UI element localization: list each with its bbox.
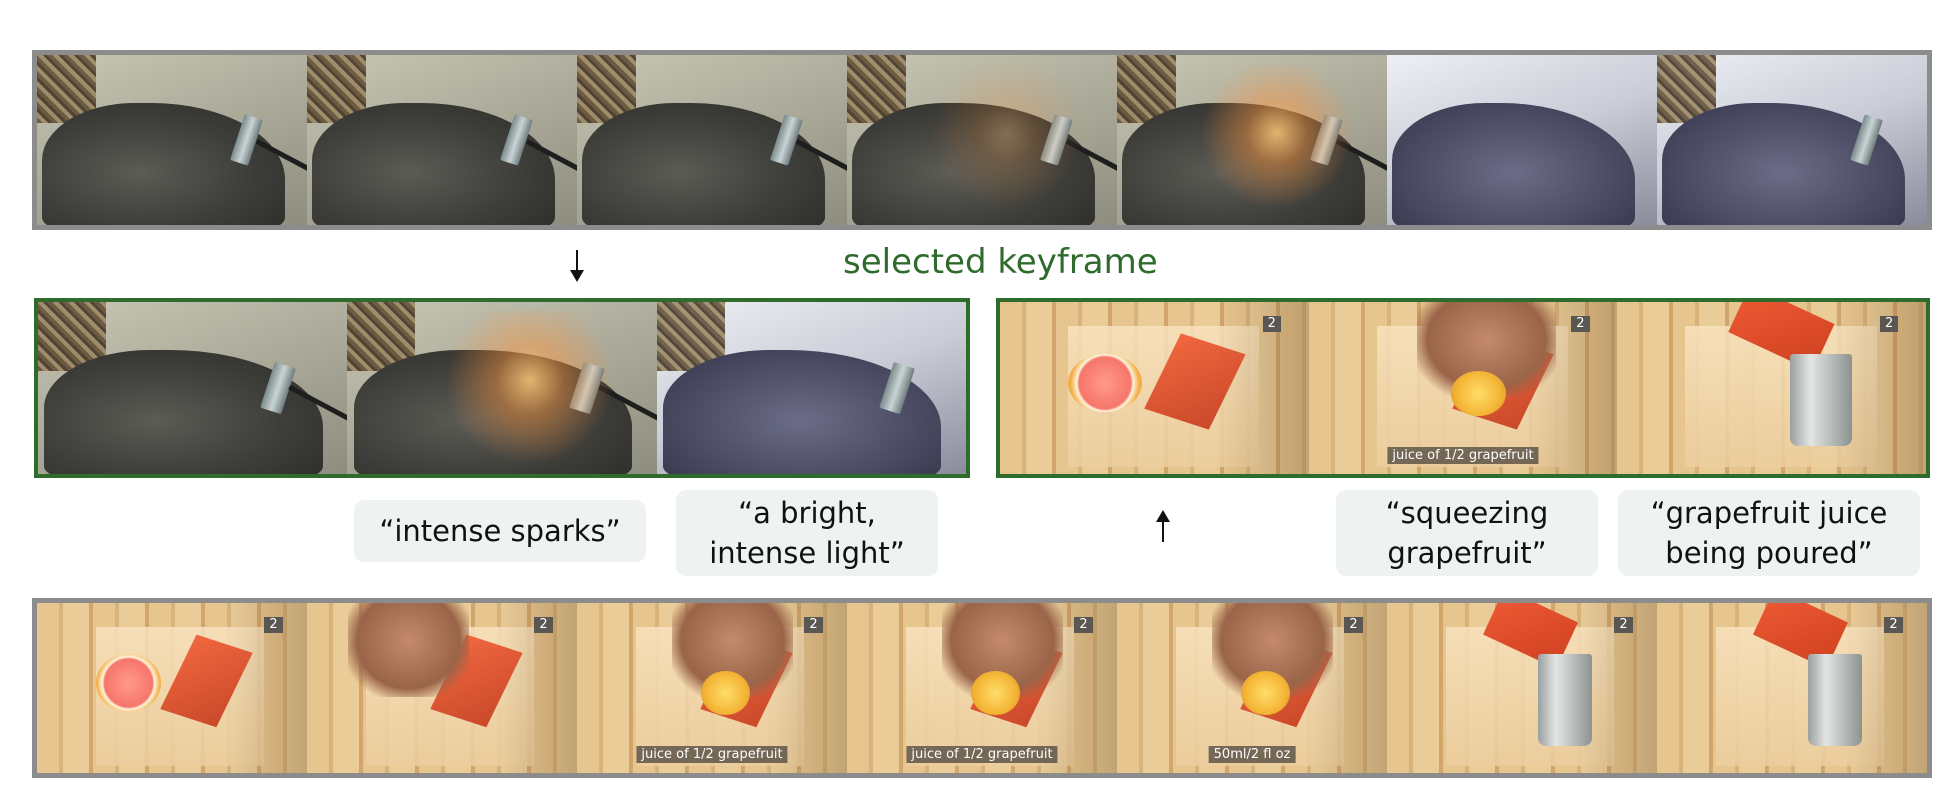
welding-keyframe-3 — [656, 302, 966, 474]
welding-frame-3 — [577, 55, 847, 225]
description-bright-light: “a bright, intense light” — [676, 490, 938, 576]
welding-frame-2 — [307, 55, 577, 225]
frame-caption: 50ml/2 fl oz — [1208, 745, 1296, 763]
welding-frame-5 — [1117, 55, 1387, 225]
grapefruit-keyframe-2: 2 juice of 1/2 grapefruit — [1308, 302, 1618, 474]
welding-frame-1 — [37, 55, 307, 225]
welding-keyframe-strip — [34, 298, 970, 478]
grapefruit-video-strip: 2 2 2 juice of 1/2 grapefruit 2 juice of… — [32, 598, 1932, 778]
grapefruit-frame-1: 2 — [37, 603, 307, 773]
frame-caption: juice of 1/2 grapefruit — [906, 745, 1058, 763]
description-juice-poured: “grapefruit juice being poured” — [1618, 490, 1920, 576]
frame-badge: 2 — [804, 616, 823, 633]
description-squeezing-grapefruit: “squeezing grapefruit” — [1336, 490, 1598, 576]
frame-caption: juice of 1/2 grapefruit — [636, 745, 788, 763]
grapefruit-keyframe-1: 2 — [1000, 302, 1309, 474]
frame-badge: 2 — [534, 616, 553, 633]
frame-badge: 2 — [1614, 616, 1633, 633]
grapefruit-frame-5: 2 50ml/2 fl oz — [1117, 603, 1387, 773]
welding-video-strip — [32, 50, 1932, 230]
up-arrow-icon — [1156, 510, 1170, 542]
welding-frame-4 — [847, 55, 1117, 225]
frame-badge: 2 — [1571, 315, 1590, 332]
grapefruit-frame-4: 2 juice of 1/2 grapefruit — [847, 603, 1117, 773]
frame-badge: 2 — [1879, 315, 1899, 332]
frame-badge: 2 — [1884, 616, 1903, 633]
down-arrow-icon — [570, 250, 584, 282]
frame-badge: 2 — [1344, 616, 1363, 633]
grapefruit-frame-7: 2 — [1657, 603, 1927, 773]
frame-badge: 2 — [1262, 315, 1281, 332]
grapefruit-keyframe-3: 2 — [1617, 302, 1926, 474]
selected-keyframe-label: selected keyframe — [843, 242, 1158, 282]
welding-frame-6 — [1387, 55, 1657, 225]
welding-frame-7 — [1657, 55, 1927, 225]
grapefruit-frame-3: 2 juice of 1/2 grapefruit — [577, 603, 847, 773]
frame-badge: 2 — [1074, 616, 1093, 633]
grapefruit-frame-2: 2 — [307, 603, 577, 773]
description-intense-sparks: “intense sparks” — [354, 500, 646, 562]
grapefruit-frame-6: 2 — [1387, 603, 1657, 773]
frame-badge: 2 — [264, 616, 283, 633]
grapefruit-keyframe-strip: 2 2 juice of 1/2 grapefruit 2 — [996, 298, 1930, 478]
frame-caption: juice of 1/2 grapefruit — [1387, 446, 1539, 464]
welding-keyframe-2 — [347, 302, 657, 474]
welding-keyframe-1 — [38, 302, 348, 474]
